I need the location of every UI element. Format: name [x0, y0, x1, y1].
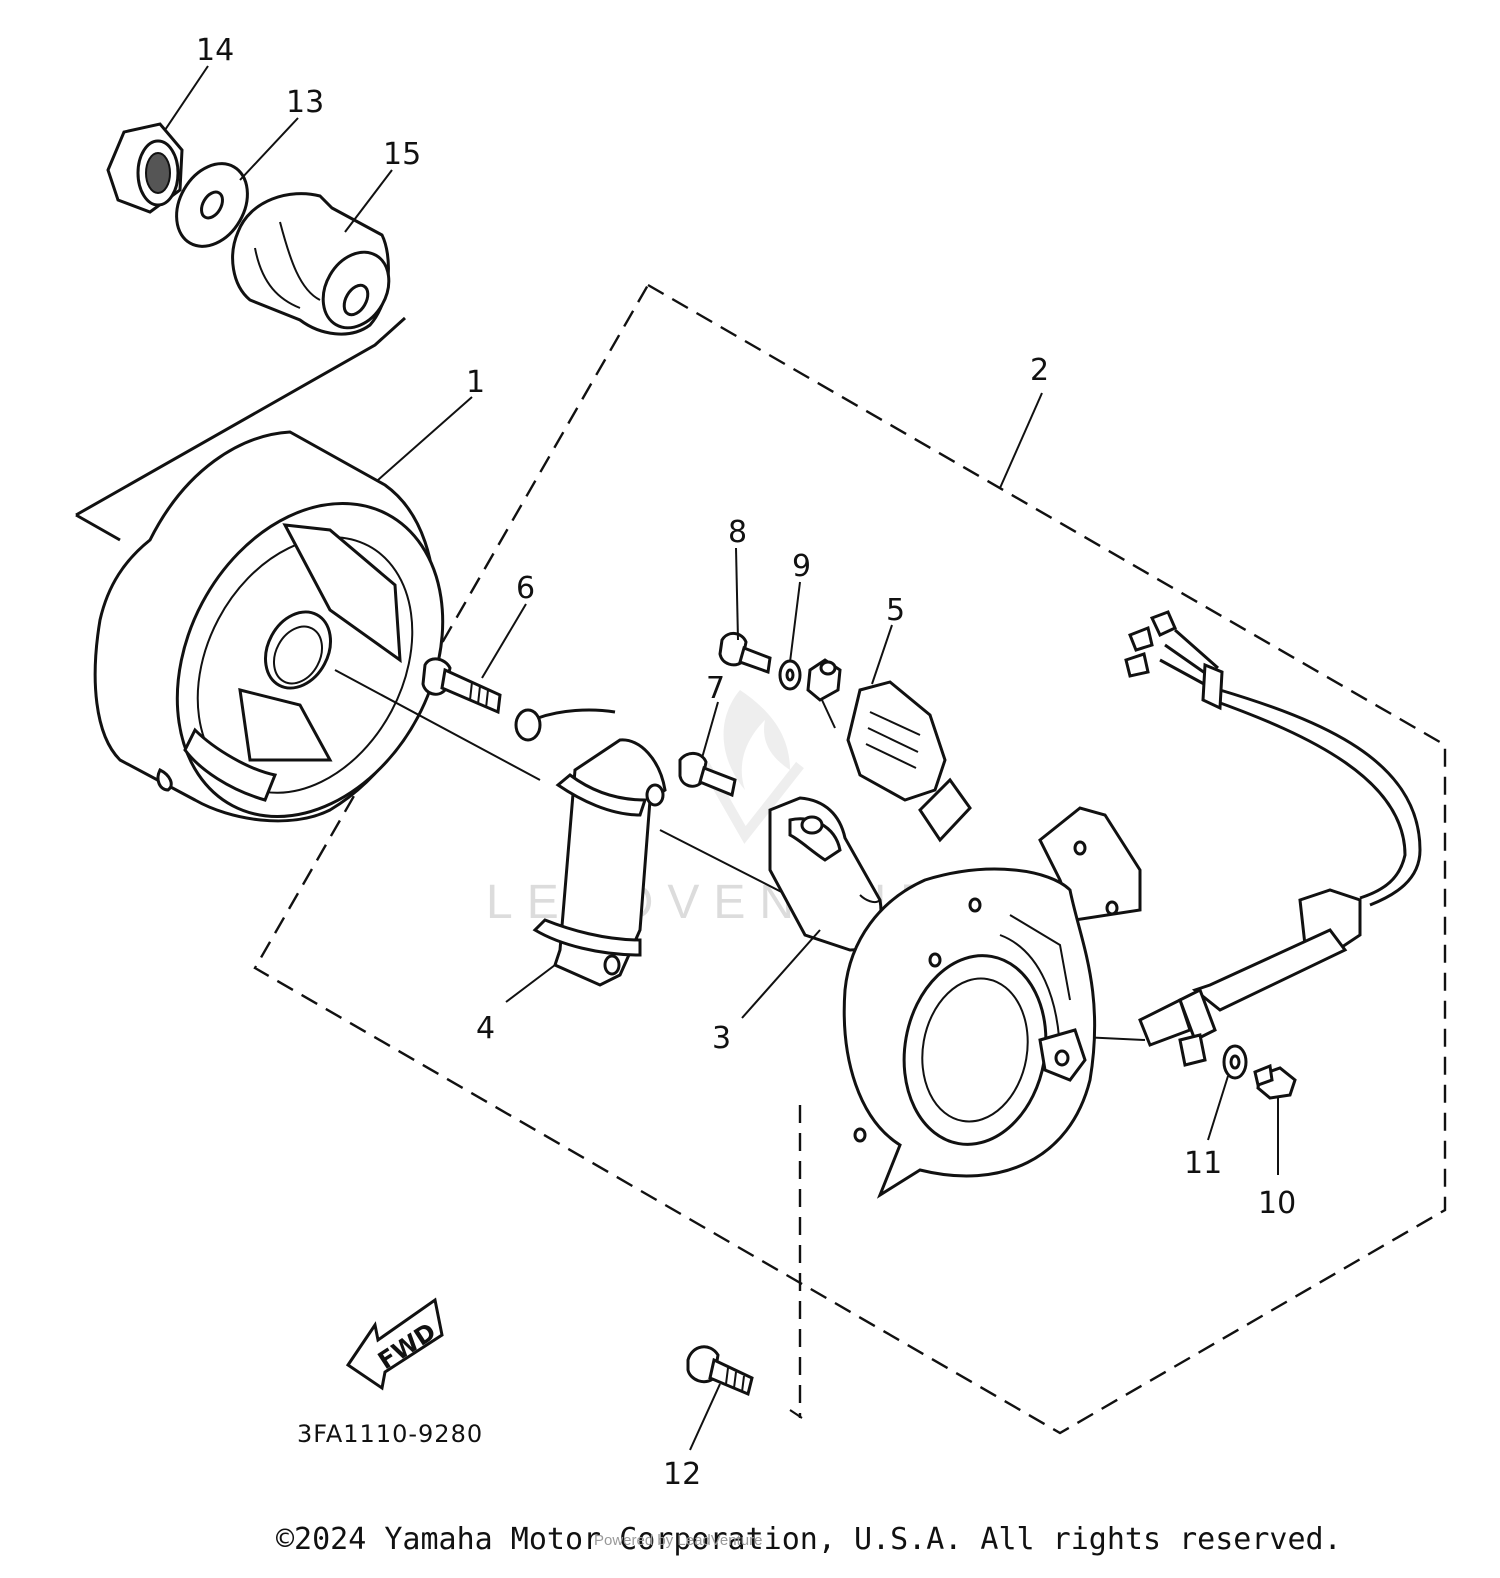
drawing-code: 3FA1110-9280 — [297, 1420, 483, 1448]
wiring-harness — [1124, 610, 1422, 1067]
washer-9 — [778, 659, 802, 691]
callout-9: 9 — [792, 549, 811, 584]
stator-assembly-boundary — [253, 283, 1447, 1435]
callout-7: 7 — [706, 671, 725, 706]
callout-5: 5 — [886, 593, 905, 628]
leader-lines — [164, 65, 1279, 1451]
callout-1: 1 — [466, 365, 485, 400]
lead-wire-terminal — [514, 708, 616, 742]
coil-bracket — [806, 658, 842, 729]
fwd-direction-arrow-icon: FWD — [345, 1297, 444, 1391]
copyright-notice: ©2024 Yamaha Motor Corporation, U.S.A. A… — [276, 1522, 1342, 1557]
charging-coil-4 — [532, 738, 667, 987]
pulser-coil-3 — [768, 796, 883, 952]
callout-3: 3 — [712, 1021, 731, 1056]
screw-7 — [678, 752, 737, 798]
callout-14: 14 — [196, 33, 234, 68]
washer-11 — [1222, 1044, 1248, 1080]
callout-4: 4 — [476, 1011, 495, 1046]
washer-13 — [175, 162, 249, 248]
stator-base-plate-2 — [842, 806, 1142, 1199]
callout-8: 8 — [728, 515, 747, 550]
callout-15: 15 — [383, 137, 421, 172]
callout-10: 10 — [1258, 1186, 1296, 1221]
nut-14 — [106, 122, 184, 214]
callout-13: 13 — [286, 85, 324, 120]
screw-10 — [1253, 1063, 1297, 1100]
callout-2: 2 — [1030, 353, 1049, 388]
flywheel-bracket — [75, 316, 407, 542]
source-coil-5 — [846, 680, 972, 843]
bolt-12 — [686, 1345, 754, 1397]
collar-15 — [231, 192, 391, 336]
powered-by-credit: Powered by LeadVenture — [594, 1532, 763, 1549]
callout-6: 6 — [516, 571, 535, 606]
callout-11: 11 — [1184, 1146, 1222, 1181]
screw-8 — [718, 632, 772, 675]
screw-6 — [421, 657, 502, 715]
flywheel-rotor-1 — [93, 430, 445, 823]
callout-12: 12 — [663, 1457, 701, 1492]
